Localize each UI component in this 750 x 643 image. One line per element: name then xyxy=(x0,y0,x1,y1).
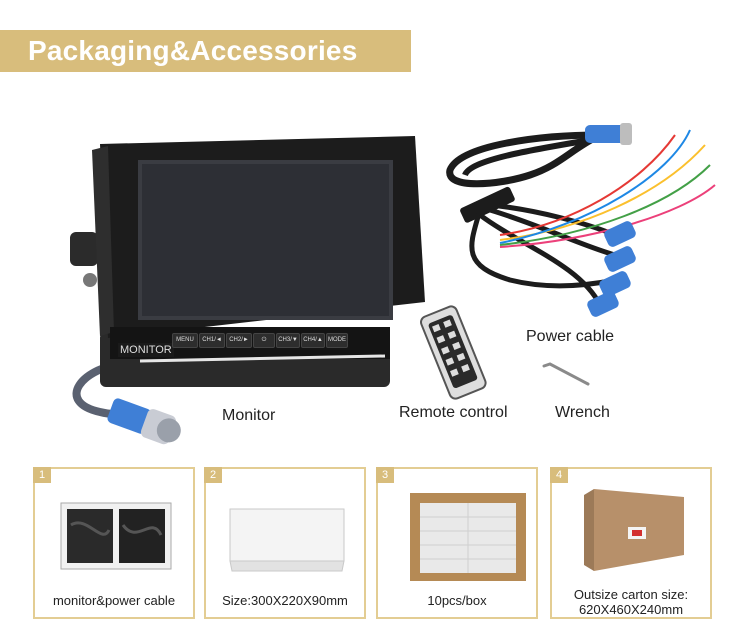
box-caption-3: 10pcs/box xyxy=(427,593,487,608)
wrench-label: Wrench xyxy=(555,404,610,421)
box-caption-1: monitor&power cable xyxy=(52,593,176,608)
ch3-button: CH3/▼ xyxy=(276,333,300,348)
box-number-3: 3 xyxy=(376,467,394,483)
open-box-image xyxy=(60,502,172,570)
wrench-image xyxy=(542,362,590,386)
monitor-image xyxy=(70,136,425,445)
remote-control-label: Remote control xyxy=(399,404,508,421)
packaging-box-4: 4 Outsize carton size: 620X460X240mm xyxy=(550,467,712,619)
power-cable-label: Power cable xyxy=(526,328,615,345)
box-caption-4-line1: Outsize carton size: xyxy=(573,587,689,602)
packaging-box-3: 3 10pcs/box xyxy=(376,467,538,619)
outer-carton-image xyxy=(584,489,684,571)
power-button: ⏻ xyxy=(253,333,275,348)
monitor-label: Monitor xyxy=(222,407,276,424)
page-title: Packaging&Accessories xyxy=(28,35,358,66)
box-number-1: 1 xyxy=(33,467,51,483)
packaging-box-2: 2 Size:300X220X90mm xyxy=(204,467,366,619)
gift-box-image xyxy=(229,508,345,572)
box-number-2: 2 xyxy=(204,467,222,483)
power-cable-image xyxy=(446,123,716,317)
remote-control-image xyxy=(420,305,487,400)
box-number-4: 4 xyxy=(550,467,568,483)
box-caption-4-line2: 620X460X240mm xyxy=(578,602,684,617)
packaging-box-1: 1 monitor&power cable xyxy=(33,467,195,619)
menu-button: MENU xyxy=(172,333,198,348)
ch4-button: CH4/▲ xyxy=(301,333,325,348)
ch2-button: CH2/► xyxy=(226,333,252,348)
mode-button: MODE xyxy=(326,333,348,348)
carton-contents-image xyxy=(410,493,526,581)
box-caption-2: Size:300X220X90mm xyxy=(222,593,348,608)
monitor-bezel-text: MONITOR xyxy=(118,343,174,357)
ch1-button: CH1/◄ xyxy=(199,333,225,348)
header-banner: Packaging&Accessories xyxy=(0,30,411,72)
